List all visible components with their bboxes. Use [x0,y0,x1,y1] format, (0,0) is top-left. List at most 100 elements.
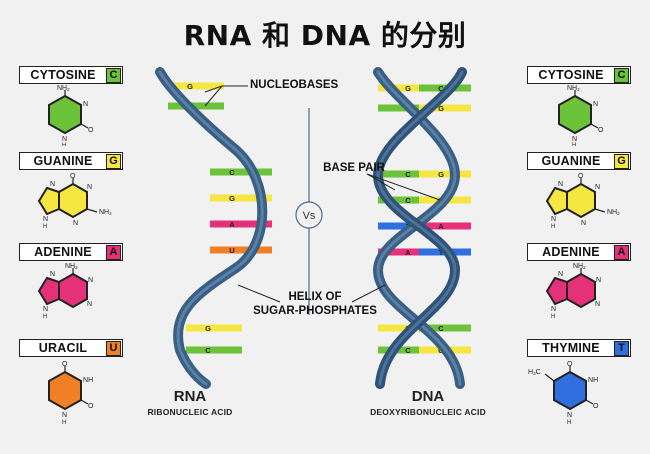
adenine-n-bottom: N [595,301,600,308]
rna-rung [210,220,272,228]
adenine-nh2: NH2 [65,263,78,270]
guanine-o: O [578,173,584,180]
base-pair-callout: BASE PAIR [323,162,385,174]
rna-rung-letter: G [229,194,235,203]
thymine-n: N [567,412,572,419]
rna-strand [155,67,268,389]
dna-rung-right [419,104,471,112]
base-pair-leader-1 [366,173,396,191]
cytosine-nh: N [572,136,577,143]
dna-rung-left [378,222,419,230]
guanine-nh: N [87,184,92,191]
label-letter: G [106,153,121,169]
dna-rung-letter: C [438,84,444,93]
dna-rung-right [419,222,471,230]
label-name: CYTOSINE [30,68,96,82]
dna-strand-b-highlight [376,70,464,386]
vs-text: Vs [303,210,316,222]
label-name: CYTOSINE [538,68,604,82]
cytosine-o: O [88,127,94,134]
helix-leader-right [351,284,386,303]
uracil-nh: NH [83,377,93,384]
adenine-molecule: NH2 N N N N H [37,263,93,320]
dna-rung-right [419,170,471,178]
right-label-guanine: GUANINE G [527,152,631,170]
label-letter: A [106,244,121,260]
helix-callout-line1: HELIX OF [288,291,342,303]
right-label-adenine: ADENINE A [527,243,631,261]
rna-rung-letter: A [229,220,235,229]
rna-rung [210,168,272,176]
left-label-cytosine: CYTOSINE C [19,66,123,84]
dna-rung-left [378,104,419,112]
rna-rung-letter: G [205,324,211,333]
rna-rung-letter: U [229,246,234,255]
adenine-h: H [551,314,555,320]
dna-rung-letter: C [405,170,411,179]
uracil-molecule: O NH O N H [48,361,94,426]
guanine-nh2: NH2 [607,209,620,216]
thymine-o-top: O [567,361,573,368]
guanine-n-bottom: N [581,220,586,227]
cytosine-n: N [593,101,598,108]
label-name: THYMINE [542,341,600,355]
thymine-nh: NH [588,377,598,384]
nucleobases-callout: NUCLEOBASES [250,79,339,91]
adenine-n-top: N [558,271,563,278]
cytosine-h: H [572,143,576,146]
guanine-n-top: N [50,181,55,188]
label-letter: C [614,67,629,83]
rna-rung [210,194,272,202]
guanine-nh2: NH2 [99,209,112,216]
guanine-n-bottom: N [73,220,78,227]
helix-callout-line2: SUGAR-PHOSPHATES [253,305,377,317]
adenine-five-ring [37,276,60,306]
dna-rung-letter: C [438,324,444,333]
dna-label: DNA [411,388,445,405]
dna-rung-letter: C [405,196,411,205]
guanine-five-ring [545,186,568,216]
rna-rung [168,102,224,110]
rna-rung [168,82,224,90]
label-letter: A [614,244,629,260]
cytosine-nh2: NH2 [567,85,580,92]
adenine-n-left: N [551,306,556,313]
cytosine-n: N [83,101,88,108]
guanine-n-top: N [558,181,563,188]
dna-rung-left [378,324,419,332]
dna-rung-letter: C [405,346,411,355]
label-letter: C [106,67,121,83]
adenine-n-top: N [50,271,55,278]
rna-rung-letter: G [187,82,193,91]
label-name: GUANINE [541,154,601,168]
guanine-o: O [70,173,76,180]
guanine-molecule-right: O N N N NH2 N H [545,173,620,230]
uracil-o-top: O [62,361,68,368]
cytosine-molecule-right: NH2 N O N H [558,85,604,146]
cytosine-molecule: NH2 N O N H [48,85,94,146]
adenine-h: H [43,314,47,320]
dna-rung-left [378,248,419,256]
cytosine-nh2: NH2 [57,85,70,92]
label-name: ADENINE [34,245,92,259]
rna-rung [186,346,242,354]
thymine-molecule: H3C O NH O N H [528,361,599,426]
guanine-nh: N [595,184,600,191]
cytosine-ring [48,94,82,135]
uracil-h: H [62,420,66,426]
left-label-uracil: URACIL U [19,339,123,357]
rna-sublabel: RIBONUCLEIC ACID [147,407,233,417]
guanine-five-ring [37,186,60,216]
dna-sublabel: DEOXYRIBONUCLEIC ACID [370,407,486,417]
rna-rung-letter: C [205,346,211,355]
dna-rung-letter: G [438,104,444,113]
vs-circle [295,201,323,229]
left-label-guanine: GUANINE G [19,152,123,170]
right-label-cytosine: CYTOSINE C [527,66,631,84]
thymine-h3c: H3C [528,369,541,376]
uracil-o-right: O [88,403,94,410]
label-letter: T [614,340,629,356]
